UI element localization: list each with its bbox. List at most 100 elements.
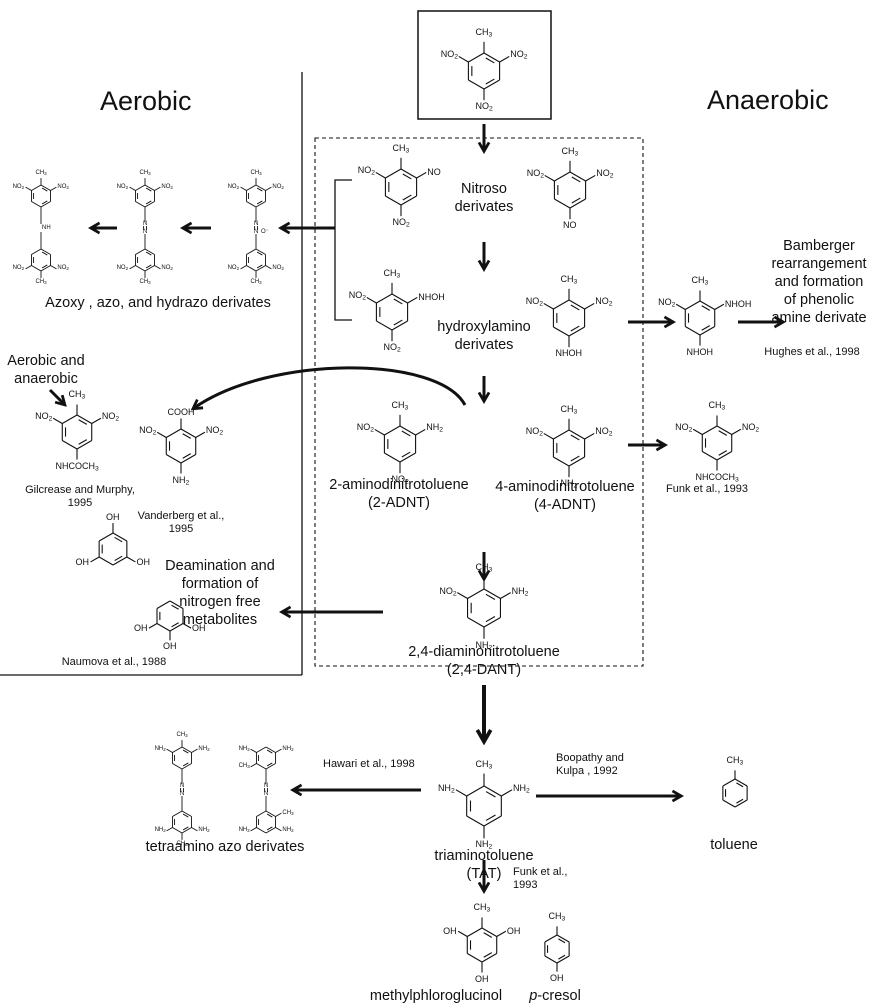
ring-bond [40, 201, 51, 208]
ring-bond [256, 763, 267, 770]
substituent-nh2: NH2 [172, 474, 190, 487]
ring-double-bond [483, 952, 493, 958]
ring-double-bond [571, 197, 581, 204]
ring-double-bond [78, 439, 88, 445]
substituent-ch3: CH3 [383, 267, 401, 280]
ring-bond [385, 195, 402, 206]
substituent-bond [250, 827, 257, 832]
ring-bond [265, 746, 276, 753]
substituent-oh: OH [136, 556, 150, 567]
substituent-bond [731, 428, 742, 435]
azo-n-label-lower: N [264, 790, 269, 797]
substituent-ch3: CH3 [560, 273, 578, 286]
substituent-oh: OH [550, 972, 564, 983]
hydroxylamino-molecule-2 [543, 288, 595, 348]
substituent-no: NO [563, 220, 577, 231]
substituent-no2: NO2 [525, 426, 543, 439]
ring-bond [385, 168, 402, 179]
ring-bond [569, 198, 586, 209]
azoxy-derivate-upper-ring [240, 178, 272, 208]
ring-double-bond [701, 325, 711, 331]
ring-bond [568, 326, 585, 337]
substituent-oh: OH [475, 973, 489, 984]
tetraamino-azo-2-lower-ring [250, 810, 282, 834]
ring-bond [256, 827, 267, 834]
ring-bond [376, 320, 393, 331]
ring-double-bond [145, 200, 152, 205]
substituent-bond [275, 748, 282, 753]
ring-double-bond [114, 536, 123, 543]
curved-arrow-to-aerobic-products [194, 366, 467, 408]
substituent-no2: NO2 [595, 296, 613, 309]
ring-bond [699, 300, 715, 310]
substituent-bond [457, 930, 468, 937]
substituent-bond [374, 428, 385, 436]
substituent-ch3: CH3 [691, 275, 709, 288]
ring-double-bond [114, 555, 123, 562]
ring-bond [135, 248, 146, 255]
substituent-bond [156, 431, 167, 438]
ring-bond [399, 452, 416, 463]
phloroglucinol-molecule [90, 523, 136, 566]
substituent-no2: NO2 [348, 290, 366, 303]
substituent-no2: NO2 [161, 265, 173, 272]
substituent-nh2: NH2 [426, 422, 444, 435]
ring-bond [699, 326, 715, 336]
substituent-ch3: CH3 [35, 170, 47, 177]
ring-bond [483, 815, 502, 827]
hydrazo-derivate-lower-ring [25, 248, 57, 278]
ring-bond [483, 617, 501, 628]
azo-n-label-lower: N [143, 228, 148, 235]
adnt-2-molecule [374, 414, 426, 474]
ring-double-bond [41, 264, 48, 269]
tetraamino-azo-label: tetraamino azo derivates [145, 839, 305, 855]
ring-bond [466, 785, 485, 797]
substituent-bond [584, 432, 595, 440]
ring-bond [181, 810, 192, 817]
ring-bond [135, 201, 146, 208]
substituent-bond [90, 556, 100, 563]
ring-bond [144, 265, 155, 272]
substituent-no2: NO2 [227, 183, 240, 190]
ring-bond [734, 799, 748, 808]
hydrazo-nh-label: NH [42, 224, 51, 231]
ring-bond [172, 746, 183, 753]
carboxy-adnt-vanderberg [156, 418, 206, 474]
ring-bond [180, 454, 196, 464]
ring-double-bond [256, 187, 263, 192]
aerobic-header: Aerobic [100, 86, 192, 116]
substituent-bond [366, 296, 377, 304]
substituent-nh2: NH2 [475, 639, 493, 652]
substituent-bond [195, 431, 206, 438]
ring-double-bond [401, 430, 411, 437]
ring-bond [156, 600, 171, 609]
substituent-bond [191, 748, 198, 753]
substituent-ch3: CH3 [250, 278, 262, 285]
substituent-ch3: CH3 [238, 763, 250, 770]
ring-bond [31, 248, 42, 255]
ring-double-bond [145, 264, 152, 269]
acetylated-adnt-gilcrease [52, 404, 102, 460]
ring-bond [144, 248, 155, 255]
substituent-ch3: CH3 [68, 389, 86, 402]
ring-bond [98, 556, 114, 566]
nitroso-molecule-1 [375, 157, 427, 217]
ring-bond [31, 184, 42, 191]
substituent-bond [129, 265, 136, 270]
substituent-oh: OH [192, 623, 206, 634]
ring-bond [556, 955, 570, 964]
ring-double-bond [182, 453, 192, 459]
substituent-bond [415, 428, 426, 436]
ring-double-bond [571, 176, 581, 183]
ring-double-bond [736, 782, 744, 788]
azoxy-azo-hydrazo-label: Azoxy , azo, and hydrazo derivates [45, 295, 271, 311]
substituent-nh2: NH2 [238, 745, 250, 752]
dant-molecule [457, 577, 511, 639]
ring-double-bond [736, 798, 744, 804]
ring-double-bond [485, 78, 495, 85]
substituent-no2: NO2 [595, 426, 613, 439]
hydroxylamino-molecule-1 [366, 282, 418, 342]
substituent-bond [458, 55, 469, 63]
